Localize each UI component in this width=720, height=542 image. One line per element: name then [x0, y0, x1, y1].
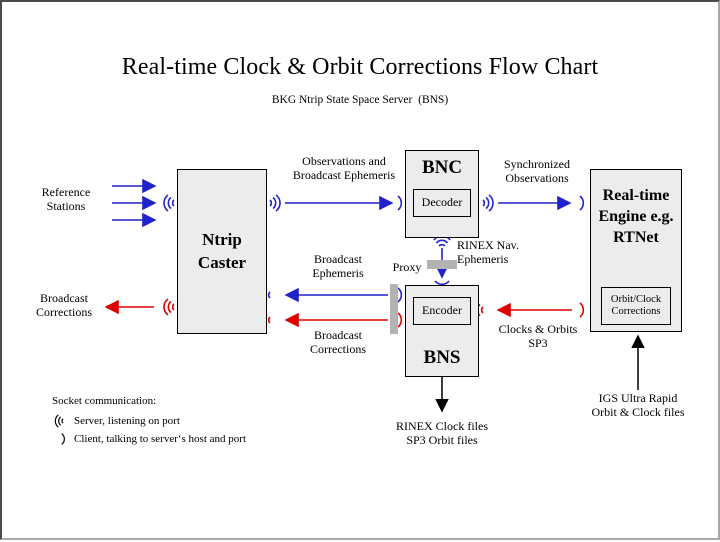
legend-heading: Socket communication:	[52, 395, 157, 407]
node-orbit-clock-corrections[interactable]: Orbit/Clock Corrections	[601, 287, 671, 325]
server-icon-caster-obs-out	[269, 194, 281, 212]
label-synchronized-observations: Synchronized Observations	[504, 157, 570, 186]
node-bns-label: BNS	[423, 347, 461, 368]
proxy-bar-horizontal-link	[390, 284, 398, 334]
legend: Socket communication: Server, listening …	[52, 392, 246, 448]
node-ntrip-caster[interactable]: Ntrip Caster	[177, 169, 267, 334]
client-icon-rte-sync-in	[579, 195, 585, 211]
node-orbit-clock-corrections-label: Orbit/Clock Corrections	[610, 293, 662, 317]
client-icon-bns-bc-out	[397, 312, 403, 328]
node-bns-encoder[interactable]: Encoder	[413, 297, 471, 325]
server-wave-icon	[52, 412, 74, 430]
label-rinex-clock-sp3-files: RINEX Clock files SP3 Orbit files	[396, 419, 488, 448]
legend-item-server: Server, listening on port	[52, 412, 246, 430]
server-icon-caster-bc-out	[163, 298, 175, 316]
page-title: Real-time Clock & Orbit Corrections Flow…	[121, 54, 599, 80]
label-observations-and-broadcast-ephemeris: Observations and Broadcast Ephemeris	[292, 154, 396, 183]
legend-item-client: Client, talking to server‘s host and por…	[52, 430, 246, 448]
label-broadcast-corrections-left: Broadcast Corrections	[36, 291, 92, 320]
label-broadcast-corrections-mid: Broadcast Corrections	[310, 328, 366, 357]
label-rinex-nav-ephemeris: RINEX Nav. Ephemeris	[457, 238, 519, 267]
label-reference-stations: Reference Stations	[41, 185, 91, 214]
legend-item-client-label: Client, talking to server‘s host and por…	[74, 433, 246, 445]
label-proxy: Proxy	[392, 260, 422, 274]
label-clocks-and-orbits-sp3: Clocks & Orbits SP3	[498, 322, 578, 351]
client-icon-bnc-obs-in	[397, 195, 403, 211]
node-real-time-engine-label: Real-time Engine e.g. RTNet	[598, 187, 674, 246]
client-icon-rte-clocks-out	[579, 302, 585, 318]
node-bnc-decoder-label: Decoder	[421, 195, 463, 210]
label-igs-ultra-rapid: IGS Ultra Rapid Orbit & Clock files	[591, 391, 685, 420]
page-subtitle: BKG Ntrip State Space Server (BNS)	[271, 94, 449, 106]
node-ntrip-caster-label: Ntrip Caster	[197, 229, 247, 272]
legend-item-server-label: Server, listening on port	[74, 415, 180, 427]
legend-heading-row: Socket communication:	[52, 392, 246, 410]
server-icon-bnc-sync-out	[482, 194, 494, 212]
client-arc-icon	[52, 430, 74, 448]
node-bnc-label: BNC	[421, 157, 463, 178]
arrow-reference-stations	[112, 178, 157, 228]
label-broadcast-ephemeris: Broadcast Ephemeris	[312, 252, 364, 281]
client-icon-bns-eph-out	[397, 287, 403, 303]
server-icon-caster-in	[163, 194, 175, 212]
client-icon-bns-nav-in	[434, 280, 450, 286]
proxy-bar-vertical-link	[427, 260, 457, 269]
node-bnc-decoder[interactable]: Decoder	[413, 189, 471, 217]
node-bns-encoder-label: Encoder	[422, 303, 462, 318]
